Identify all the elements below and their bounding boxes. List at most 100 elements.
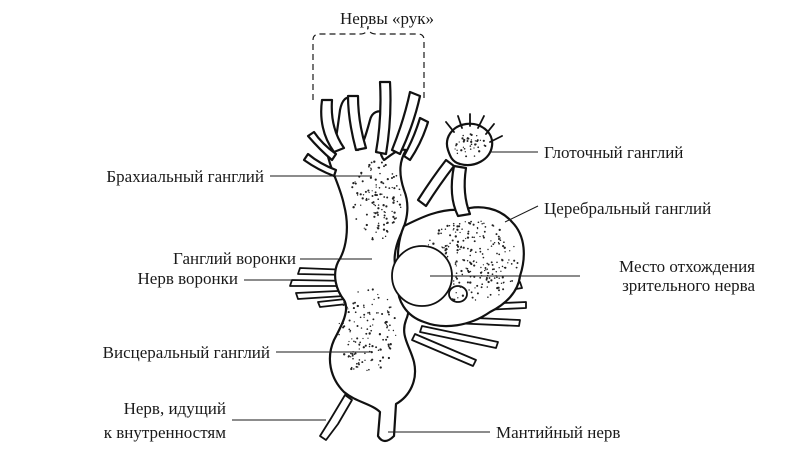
stipple-dot [473,240,476,243]
stipple-dot [457,297,459,299]
stipple-dot [377,204,380,206]
stipple-dot [496,276,498,279]
stipple-dot [474,299,477,301]
stipple-dot [491,263,494,266]
labels: Нервы «рук» Глоточный ганглий Брахиальны… [103,9,756,442]
stipple-dot [370,329,373,332]
stipple-dot [381,237,384,240]
stipple-dot [367,312,369,314]
stipple-dot [373,203,375,206]
stipple-dot [353,340,355,343]
stipple-dot [469,148,472,150]
stipple-dot [469,270,472,273]
stipple-dot [395,217,398,219]
stipple-dot [473,147,475,149]
stipple-dot [356,325,359,327]
stipple-dot [367,189,370,192]
stipple-dot [373,212,375,214]
stipple-dot [475,143,477,145]
stipple-dot [350,352,352,355]
stipple-dot [366,319,369,322]
stipple-dot [455,292,457,294]
stipple-dot [358,359,361,361]
stipple-dot [501,265,504,268]
stipple-dot [385,217,388,220]
stipple-dot [371,344,374,348]
stipple-dot [498,289,500,292]
stipple-dot [470,248,473,252]
stipple-dot [375,184,377,186]
stipple-dot [453,280,455,282]
stipple-dot [481,253,484,255]
stipple-dot [458,141,460,143]
stipple-dot [462,146,465,148]
stipple-dot [367,337,369,339]
stipple-dot [376,227,378,229]
stipple-dot [371,288,374,291]
stipple-dot [459,231,461,234]
stipple-dot [390,306,392,308]
stipple-dot [465,237,467,240]
stipple-dot [347,355,350,358]
stipple-dot [476,232,478,234]
stipple-dot [395,185,398,187]
stipple-dot [495,271,498,273]
stipple-dot [381,312,384,316]
stipple-dot [392,215,395,218]
stipple-dot [478,150,481,153]
stipple-dot [454,262,456,264]
stipple-dot [364,359,366,362]
stipple-dot [513,245,515,248]
stipple-dot [460,149,463,152]
stipple-dot [466,140,469,142]
stipple-dot [485,269,487,271]
stipple-dot [462,134,464,137]
stipple-dot [364,228,367,231]
stipple-dot [464,221,466,223]
stipple-dot [463,259,466,262]
stipple-dot [456,244,459,247]
label-cerebral-ganglion: Церебральный ганглий [544,199,711,218]
stipple-dot [395,334,397,337]
stipple-dot [370,169,372,172]
stipple-dot [515,266,518,269]
stipple-dot [386,298,389,301]
stipple-dot [471,236,474,238]
label-infundibular-nerve: Нерв воронки [138,269,238,288]
stipple-dot [461,273,464,276]
stipple-dot [462,246,465,249]
stipple-dot [368,343,371,346]
stipple-dot [502,288,505,291]
stipple-dot [470,291,473,294]
label-optic-nerve-origin-2: зрительного нерва [622,276,755,295]
stipple-dot [366,328,369,330]
stipple-dot [458,225,461,228]
stipple-dot [493,277,496,279]
stipple-dot [444,249,447,252]
stipple-dot [375,231,377,233]
stipple-dot [462,239,465,242]
stipple-dot [497,237,501,241]
stipple-dot [465,155,468,158]
stipple-dot [491,273,494,276]
stipple-dot [458,281,461,284]
stipple-dot [363,316,365,318]
stipple-dot [379,193,382,196]
stipple-dot [445,257,448,259]
stipple-dot [370,168,373,170]
stipple-dot [393,317,396,320]
stipple-dot [382,338,385,341]
stipple-dot [392,221,395,224]
stipple-dot [498,294,500,296]
stipple-dot [469,222,472,225]
stipple-dot [380,161,383,164]
stipple-dot [446,224,449,228]
stipple-dot [392,175,395,178]
stipple-dot [466,259,469,262]
stipple-dot [369,313,371,315]
stipple-dot [385,338,388,341]
stipple-dot [361,197,364,200]
stipple-dot [351,354,354,357]
stipple-dot [343,353,346,356]
